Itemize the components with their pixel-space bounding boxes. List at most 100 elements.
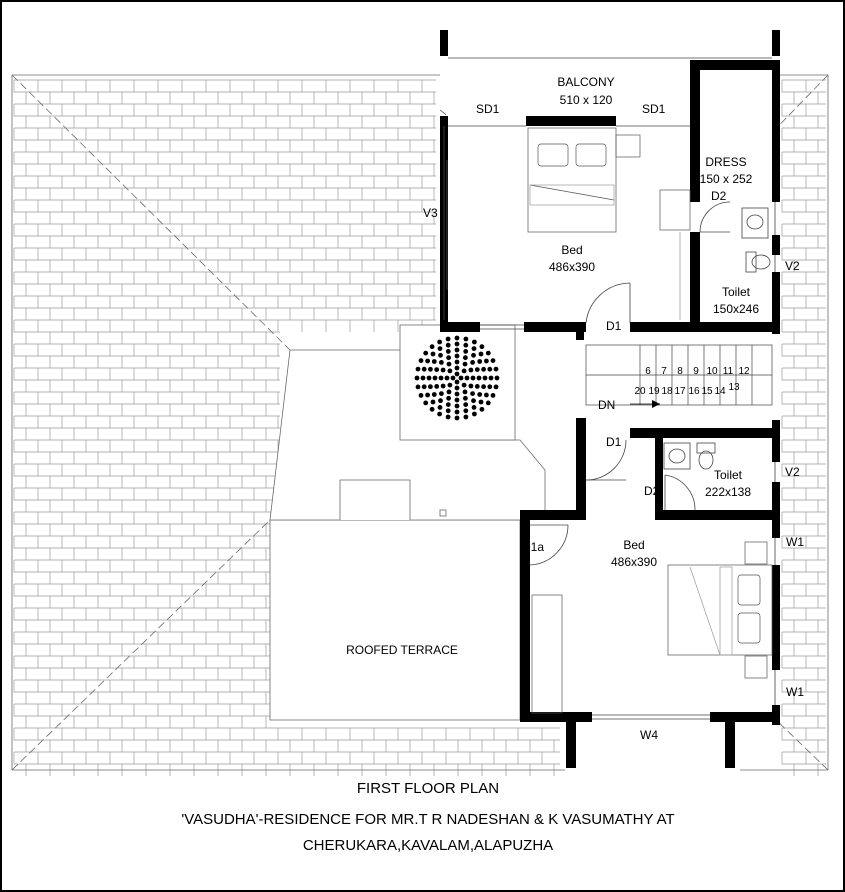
title-line-2: CHERUKARA,KAVALAM,ALAPUZHA <box>303 837 553 854</box>
label-sd1-right: SD1 <box>642 102 666 116</box>
skylight-dot <box>494 375 500 381</box>
skylight-dot <box>472 411 477 417</box>
skylight-dot <box>477 392 483 397</box>
windows-glazing <box>443 57 776 720</box>
skylight-dot <box>438 398 443 404</box>
skylight-dot <box>479 406 485 412</box>
skylight-dot <box>481 384 486 390</box>
skylight-dot <box>429 406 435 412</box>
skylight-dot <box>421 384 427 390</box>
skylight-dot <box>447 382 453 388</box>
door-swings <box>529 201 731 566</box>
label-d1-top: D1 <box>606 319 622 333</box>
skylight-dot <box>474 384 480 389</box>
skylight-dot <box>446 395 451 401</box>
skylight-dot <box>468 383 474 389</box>
skylight-dot <box>463 336 469 342</box>
dress-size: 150 x 252 <box>700 172 753 186</box>
skylight-dot <box>477 359 483 364</box>
skylight-dot <box>471 346 477 351</box>
bed2-name: Bed <box>623 538 644 552</box>
skylight-dot <box>476 375 482 381</box>
skylight-dot <box>463 395 468 401</box>
label-v2-top: V2 <box>785 259 800 273</box>
skylight-dot <box>439 391 444 396</box>
label-d2-top: D2 <box>711 189 727 203</box>
skylight-dot <box>445 408 451 414</box>
skylight-dot <box>437 405 443 410</box>
skylight-dot <box>432 375 438 381</box>
skylight-dot <box>463 408 469 414</box>
balcony-size: 510 x 120 <box>560 93 613 107</box>
skylight-dot <box>428 384 433 390</box>
label-d1-mid: D1 <box>606 435 622 449</box>
skylight-dot <box>454 359 460 365</box>
bed-2-furniture <box>531 541 773 714</box>
skylight-dot <box>444 375 450 381</box>
skylight-dot <box>426 375 432 381</box>
roof-tiles <box>13 79 826 776</box>
skylight-dot <box>454 347 460 353</box>
skylight-dot <box>487 366 493 372</box>
drawing-titles: FIRST FLOOR PLAN 'VASUDHA'-RESIDENCE FOR… <box>181 780 674 854</box>
opening-labels: SD1 SD1 V3 D2 V2 D1 DN D1 D2 V2 D1a W1 W… <box>423 102 804 742</box>
stair-step-number: 19 <box>648 386 660 397</box>
skylight-dot <box>454 397 460 403</box>
stair-step-number: 11 <box>723 366 734 377</box>
skylight-dot <box>463 402 469 407</box>
skylight-dot <box>484 358 489 364</box>
skylight-dot <box>479 344 485 350</box>
skylight-dot <box>464 375 470 381</box>
stair-step-number: 16 <box>688 386 700 397</box>
skylight-dot <box>429 344 435 350</box>
stair-step-number: 13 <box>728 382 740 393</box>
skylight-dots <box>414 335 500 421</box>
skylight-dot <box>472 339 477 345</box>
label-w1-top: W1 <box>786 535 804 549</box>
skylight-dot <box>461 368 467 374</box>
skylight-dot <box>490 393 496 398</box>
skylight-dot <box>423 350 429 356</box>
skylight-dot <box>481 366 486 372</box>
skylight-dot <box>463 414 469 420</box>
toilet2-name: Toilet <box>714 468 743 482</box>
skylight-dot <box>421 366 427 372</box>
skylight-dot <box>454 365 460 371</box>
skylight-dot <box>493 366 499 372</box>
skylight-dot <box>463 342 469 348</box>
skylight-dot <box>439 360 444 365</box>
skylight-dot <box>450 375 456 381</box>
skylight-dot <box>462 361 468 367</box>
skylight-dot <box>454 341 460 347</box>
skylight-dot <box>431 392 437 397</box>
terrace-name: ROOFED TERRACE <box>346 643 458 657</box>
skylight-dot <box>415 384 421 390</box>
skylight-dot <box>490 358 496 363</box>
skylight-dot <box>437 346 443 351</box>
skylight-dot <box>430 351 436 357</box>
skylight-dot <box>471 352 476 358</box>
skylight-dot <box>425 358 430 364</box>
skylight-dot <box>420 375 426 381</box>
label-sd1-left: SD1 <box>476 102 500 116</box>
bed1-name: Bed <box>561 243 582 257</box>
title-plan: FIRST FLOOR PLAN <box>357 780 499 797</box>
skylight-dot <box>478 399 484 405</box>
skylight-dot <box>485 400 491 406</box>
stair-step-number: 6 <box>645 366 651 377</box>
balcony-name: BALCONY <box>557 75 614 89</box>
skylight-dot <box>454 379 460 385</box>
skylight-dot <box>454 415 460 421</box>
stair-step-number: 9 <box>693 366 699 377</box>
toilet2-size: 222x138 <box>705 485 751 499</box>
toilet1-name: Toilet <box>722 285 751 299</box>
skylight-dot <box>454 353 460 359</box>
stair-step-number: 15 <box>701 386 713 397</box>
skylight-dot <box>418 358 424 363</box>
skylight-dot <box>458 375 464 381</box>
label-w1-bottom: W1 <box>786 685 804 699</box>
stair-step-number: 8 <box>677 366 683 377</box>
bed2-size: 486x390 <box>611 555 657 569</box>
skylight-dot <box>434 384 440 389</box>
